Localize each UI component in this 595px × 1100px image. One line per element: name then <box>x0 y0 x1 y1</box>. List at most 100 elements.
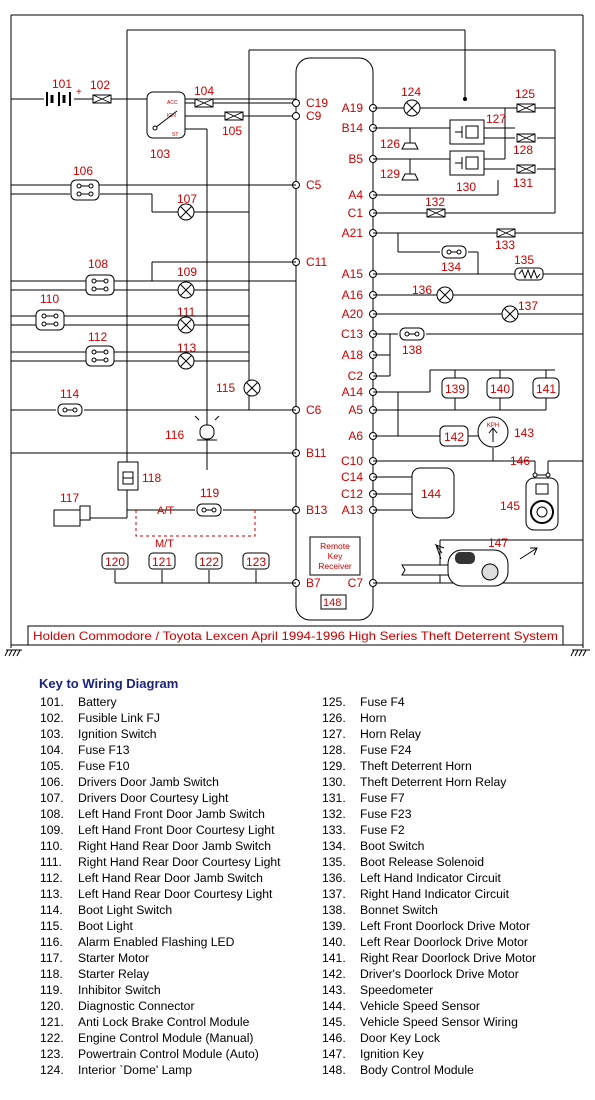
key-number: 148. <box>322 1063 346 1077</box>
key-label: Engine Control Module (Manual) <box>78 1031 254 1045</box>
label-109: 109 <box>177 265 197 279</box>
label-110: 110 <box>40 292 59 306</box>
pin-b11: B11 <box>306 446 327 460</box>
key-label: Driver's Doorlock Drive Motor <box>360 967 519 981</box>
key-entry: 107.Drivers Door Courtesy Light <box>40 790 281 806</box>
label-112: 112 <box>88 330 107 344</box>
key-number: 134. <box>322 839 346 853</box>
key-entry: 136.Left Hand Indicator Circuit <box>322 870 536 886</box>
label-143: 143 <box>514 426 534 440</box>
key-number: 116. <box>40 935 63 949</box>
key-label: Drivers Door Courtesy Light <box>78 791 229 805</box>
key-entry: 101. Battery <box>40 694 281 710</box>
key-label: Theft Deterrent Horn <box>360 759 472 773</box>
key-entry: 142. Driver's Doorlock Drive Motor <box>322 966 536 982</box>
key-label: Starter Relay <box>78 967 150 981</box>
label-140: 140 <box>490 382 510 396</box>
pin-a15: A15 <box>342 267 364 281</box>
key-label: Diagnostic Connector <box>78 999 195 1013</box>
label-138: 138 <box>402 343 422 357</box>
pin-a19: A19 <box>342 101 364 115</box>
label-131: 131 <box>513 176 533 190</box>
key-label: Powertrain Control Module (Auto) <box>78 1047 259 1061</box>
key-entry: 117.Starter Motor <box>40 950 281 966</box>
label-120: 120 <box>105 555 125 569</box>
key-number: 120. <box>40 999 64 1013</box>
key-entry: 127.Horn Relay <box>322 726 536 742</box>
key-entry: 115. Boot Light <box>40 918 281 934</box>
key-number: 110. <box>40 839 63 853</box>
label-127: 127 <box>486 112 506 126</box>
label-117: 117 <box>60 491 79 505</box>
pin-c6: C6 <box>306 403 322 417</box>
label-130: 130 <box>456 180 476 194</box>
key-entry: 139.Left Front Doorlock Drive Motor <box>322 918 536 934</box>
key-entry: 103.Ignition Switch <box>40 726 281 742</box>
key-number: 142. <box>322 967 346 981</box>
key-label: Vehicle Speed Sensor <box>360 999 480 1013</box>
pin-a5: A5 <box>348 403 363 417</box>
key-entry: 148.Body Control Module <box>322 1062 536 1078</box>
key-number: 133. <box>322 823 346 837</box>
label-144: 144 <box>421 487 441 501</box>
key-number: 140. <box>322 935 346 949</box>
pin-c11: C11 <box>306 255 327 269</box>
key-number: 139. <box>322 919 346 933</box>
key-number: 111. <box>40 855 62 869</box>
fuse-102: 102 <box>90 78 112 104</box>
key-label: Fuse F2 <box>360 823 405 837</box>
caption-text: Holden Commodore / Toyota Lexcen April 1… <box>33 629 558 643</box>
key-number: 118. <box>40 967 63 981</box>
pin-a18: A18 <box>342 348 364 362</box>
label-114: 114 <box>60 387 79 401</box>
key-number: 112. <box>40 871 63 885</box>
key-number: 104. <box>40 743 64 757</box>
label-115: 115 <box>216 381 235 395</box>
key-entry: 138.Bonnet Switch <box>322 902 536 918</box>
key-label: Boot Switch <box>360 839 425 853</box>
key-label: Right Rear Doorlock Drive Motor <box>360 951 537 965</box>
key-number: 115. <box>40 919 63 933</box>
wiring-diagram: + 101 102 ACC IGN ST 103 104 105 148 C19… <box>4 14 590 657</box>
key-label: Fuse F23 <box>360 807 412 821</box>
key-label: Boot Light Switch <box>78 903 173 917</box>
label-119: 119 <box>200 486 219 500</box>
label-128: 128 <box>513 143 533 157</box>
receiver-line-2: Key <box>328 551 343 561</box>
key-label: Battery <box>78 695 117 709</box>
label-148: 148 <box>323 597 341 609</box>
key-label: Inhibitor Switch <box>78 983 161 997</box>
mt-label: M/T <box>155 538 174 550</box>
key-number: 136. <box>322 871 346 885</box>
label-125: 125 <box>515 87 535 101</box>
key-label: Fuse F10 <box>78 759 130 773</box>
pin-c19: C19 <box>306 96 328 110</box>
label-106: 106 <box>73 164 93 178</box>
label-105: 105 <box>222 124 242 138</box>
key-label: Bonnet Switch <box>360 903 438 917</box>
label-136: 136 <box>412 283 432 297</box>
ign-label: IGN <box>167 113 176 119</box>
key-number: 101. <box>40 695 64 709</box>
key-label: Boot Light <box>78 919 133 933</box>
label-147: 147 <box>488 536 508 550</box>
acc-label: ACC <box>167 100 178 106</box>
key-number: 119. <box>40 983 63 997</box>
key-label: Interior `Dome' Lamp <box>78 1063 193 1077</box>
pin-b14: B14 <box>342 121 364 135</box>
key-number: 124. <box>40 1063 64 1077</box>
key-entry: 111.Right Hand Rear Door Courtesy Light <box>40 854 281 870</box>
key-number: 132. <box>322 807 346 821</box>
key-label: Theft Deterrent Horn Relay <box>360 775 507 789</box>
key-entry: 125.Fuse F4 <box>322 694 536 710</box>
supply-wires <box>11 29 556 470</box>
key-label: Right Hand Rear Door Jamb Switch <box>78 839 272 853</box>
st-label: ST <box>172 132 178 138</box>
key-label: Anti Lock Brake Control Module <box>78 1015 250 1029</box>
label-145: 145 <box>500 499 520 513</box>
key-number: 105. <box>40 759 64 773</box>
key-entry: 147.Ignition Key <box>322 1046 536 1062</box>
key-entry: 126.Horn <box>322 710 536 726</box>
